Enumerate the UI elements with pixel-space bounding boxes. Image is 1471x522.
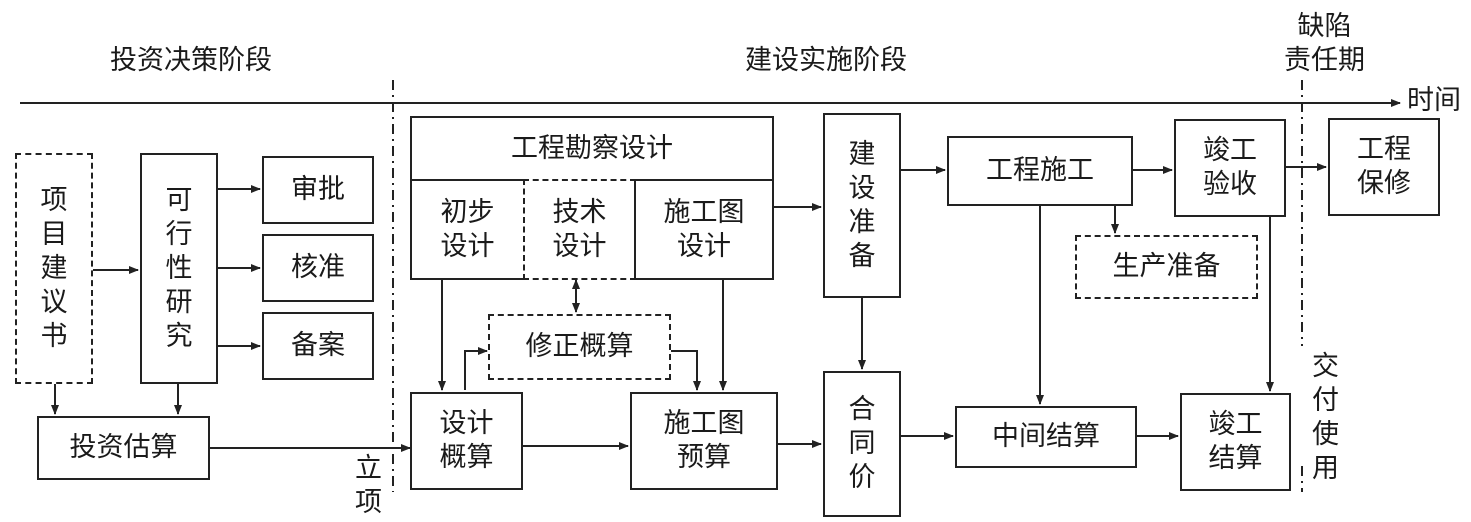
node-bei-an: 备案 [262, 312, 374, 380]
phase-label-decision: 投资决策阶段 [110, 45, 272, 76]
node-completion-acceptance: 竣工验收 [1174, 119, 1286, 217]
marker-delivery-for-use: 交付使用 [1312, 351, 1339, 484]
node-drawing-budget: 施工图预算 [630, 392, 778, 490]
node-preliminary-design: 初步设计 [410, 179, 525, 280]
survey-design-title: 工程勘察设计 [511, 133, 673, 164]
node-construction: 工程施工 [947, 136, 1133, 206]
node-warranty: 工程保修 [1328, 118, 1440, 216]
phase-label-defect-period: 缺陷责任期 [1284, 11, 1365, 76]
phase-label-implementation: 建设实施阶段 [745, 45, 907, 76]
node-completion-settlement: 竣工结算 [1180, 393, 1291, 491]
node-shenpi: 审批 [262, 156, 374, 224]
node-interim-settlement: 中间结算 [955, 406, 1137, 468]
node-investment-estimate: 投资估算 [37, 416, 210, 480]
node-construction-prep: 建设准备 [823, 113, 901, 298]
node-project-proposal: 项目建议书 [15, 153, 93, 384]
node-feasibility-study: 可行性研究 [140, 153, 218, 384]
node-technical-design: 技术设计 [523, 179, 636, 280]
node-contract-price: 合同价 [823, 371, 901, 517]
node-design-estimate: 设计概算 [410, 392, 523, 490]
node-revised-estimate: 修正概算 [488, 314, 671, 380]
marker-project-approval: 立项 [355, 453, 382, 518]
node-hezhun: 核准 [262, 234, 374, 302]
timeline-label: 时间 [1407, 85, 1461, 116]
node-production-prep: 生产准备 [1075, 235, 1258, 299]
node-construction-drawing-design: 施工图设计 [634, 179, 774, 280]
